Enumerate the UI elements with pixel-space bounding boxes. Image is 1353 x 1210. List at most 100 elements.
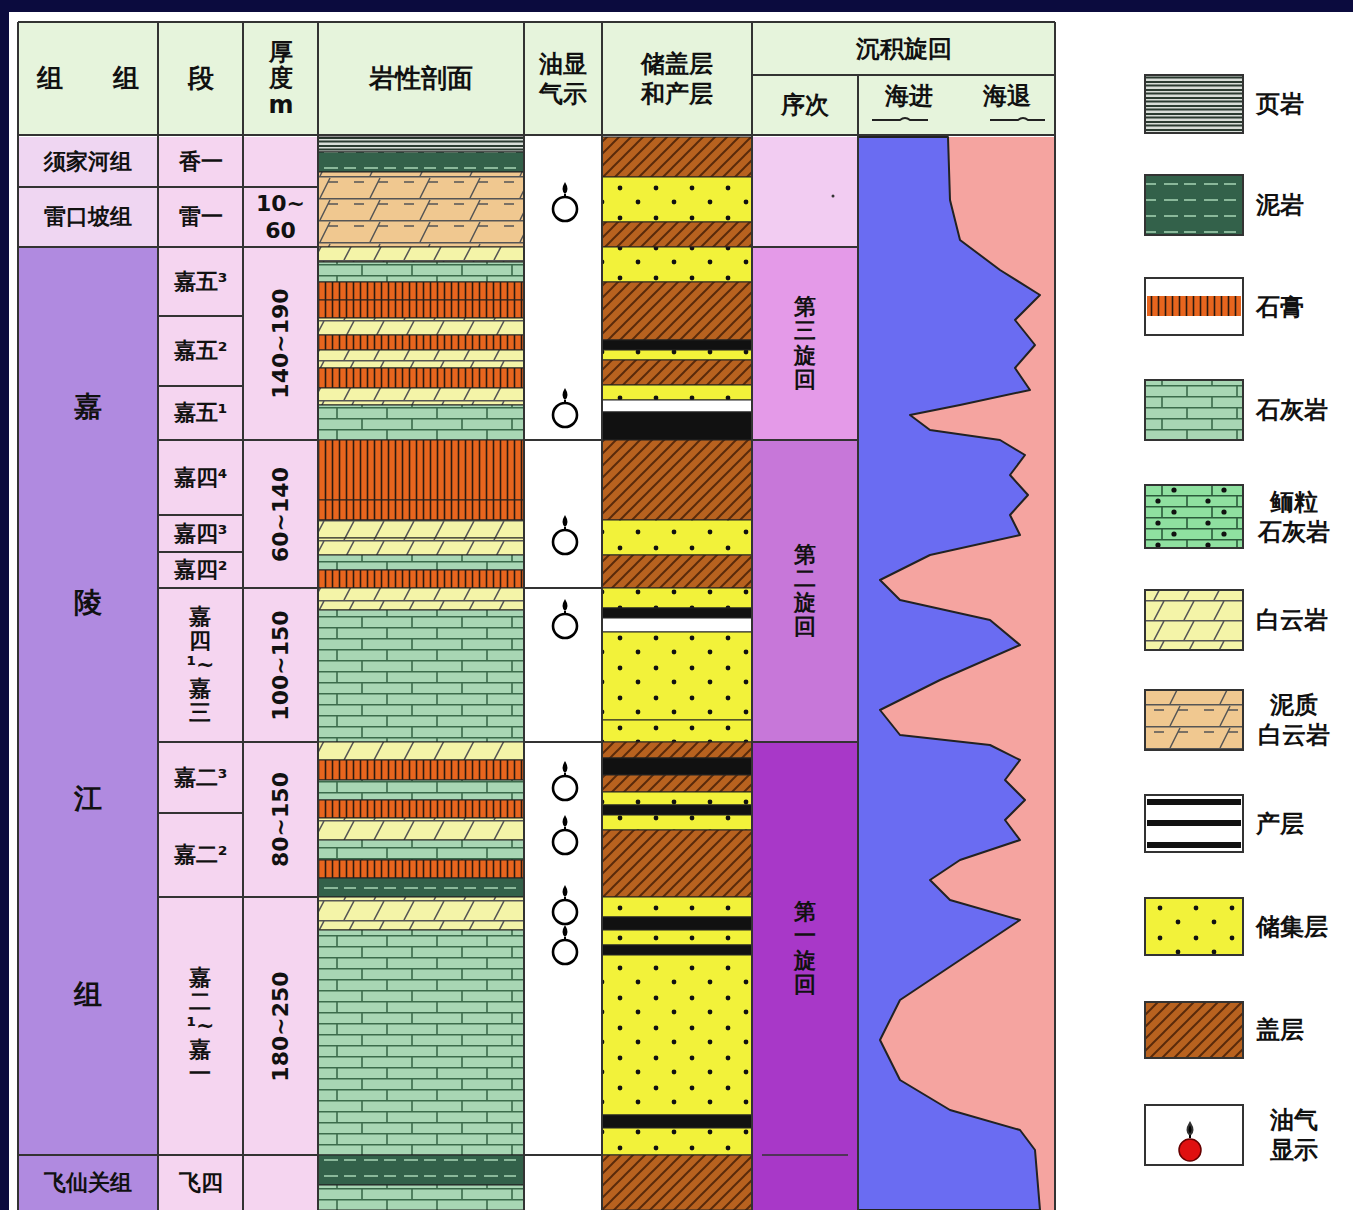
- gypsum-layer: [318, 760, 524, 780]
- cap-layer: [602, 137, 752, 177]
- legend-entry: 盖层: [1256, 992, 1350, 1068]
- cell-text: 海进: [885, 80, 933, 112]
- legend-swatch: [1145, 898, 1243, 955]
- cell-text: 嘉四³: [174, 519, 228, 549]
- legend-swatch: [1145, 795, 1243, 852]
- mudstone-layer: [318, 1155, 524, 1185]
- reservoir-layer: [602, 792, 752, 805]
- header-bg: [18, 22, 1055, 135]
- cell-text: 嘉四¹~嘉三: [185, 605, 216, 726]
- limestone-layer: [318, 930, 524, 1155]
- gypsum-layer: [318, 335, 524, 350]
- cell-text: 第二旋回: [794, 543, 816, 640]
- legend-entry: 白云岩: [1256, 580, 1350, 660]
- legend-swatch: [1145, 485, 1243, 548]
- table-cell: 嘉五¹: [158, 386, 243, 440]
- pay-layer: [602, 618, 752, 632]
- cell-text: 嘉四⁴: [174, 463, 228, 493]
- table-cell: 雷口坡组: [18, 187, 158, 247]
- mudstone-layer: [318, 152, 524, 172]
- table-cell: 嘉五²: [158, 316, 243, 386]
- cap-layer: [602, 360, 752, 385]
- grid-line: [18, 22, 1055, 1210]
- legend-swatch: [1147, 802, 1241, 845]
- cell-bg: [752, 137, 858, 247]
- cell-text: 嘉五³: [174, 267, 228, 297]
- cell-bg: [524, 137, 602, 1210]
- reservoir-layer: [602, 955, 752, 1115]
- cell-text: 飞仙关组: [44, 1168, 132, 1198]
- dolomite-layer: [318, 247, 524, 262]
- regression-area: [858, 137, 1055, 1210]
- marl-dolomite-layer: [318, 172, 524, 247]
- table-cell: 雷一: [158, 187, 243, 247]
- mudstone-layer: [318, 878, 524, 897]
- oil-shows: [553, 182, 577, 964]
- grid-line: [524, 247, 858, 1155]
- legend-entry: 石膏: [1256, 268, 1350, 345]
- legend-swatch: [1145, 380, 1243, 440]
- limestone-layer: [318, 840, 524, 860]
- table-cell: 嘉四¹~嘉三: [158, 588, 243, 742]
- reservoir-layer: [602, 632, 752, 720]
- reservoir-layer: [602, 815, 752, 830]
- table-cell: 嘉四⁴: [158, 440, 243, 515]
- pay-layer: [602, 400, 752, 412]
- legend-swatch: [1145, 1105, 1243, 1165]
- legend-swatch: [1145, 175, 1243, 235]
- cap-layer: [602, 440, 752, 520]
- legend-text: 石灰岩: [1256, 395, 1328, 425]
- dolomite-layer: [318, 538, 524, 555]
- table-cell: 10~ 60: [243, 187, 318, 247]
- limestone-layer: [318, 780, 524, 800]
- legend-swatch: [1179, 1123, 1201, 1161]
- cell-text: 须家河组: [44, 147, 132, 177]
- table-cell: 60~140: [243, 440, 318, 588]
- dot: [832, 195, 835, 198]
- cell-text: 嘉五¹: [174, 398, 228, 428]
- cell-text: 10~ 60: [254, 190, 307, 245]
- shale-layer: [318, 137, 524, 152]
- cell-text: 嘉二³: [174, 763, 228, 793]
- lithology-column: [318, 137, 524, 1210]
- table-cell: 80~150: [243, 742, 318, 897]
- table-cell: 嘉二¹~嘉一: [158, 897, 243, 1155]
- oil-show-symbol: [553, 182, 577, 221]
- legend-swatches: [1145, 75, 1243, 1165]
- transgression-area: [858, 137, 1040, 1210]
- legend-text: 泥质 白云岩: [1256, 690, 1333, 750]
- legend-text: 鲕粒 石灰岩: [1256, 487, 1333, 547]
- cell-bg: [752, 742, 858, 1210]
- gypsum-layer: [318, 282, 524, 300]
- legend-entry: 页岩: [1256, 65, 1350, 143]
- cell-text: 嘉四²: [174, 555, 228, 585]
- cell-text: 沉积旋回: [856, 33, 952, 65]
- cap-layer: [602, 1155, 752, 1210]
- reservoir-layer: [602, 350, 752, 360]
- legend-entry: 储集层: [1256, 888, 1350, 965]
- reservoir-layer: [602, 247, 752, 282]
- table-cell: 100~150: [243, 588, 318, 742]
- dolomite-layer: [318, 520, 524, 538]
- dolomite-layer: [318, 350, 524, 368]
- grid-lines: [18, 22, 1055, 1210]
- table-cell: 海进: [862, 76, 955, 116]
- frame-bar: [0, 0, 9, 1210]
- pay-layer: [602, 945, 752, 955]
- grid-line: [18, 187, 318, 1155]
- reservoir-layer: [602, 930, 752, 945]
- oil-show-symbol: [553, 388, 577, 427]
- legend-text: 储集层: [1256, 912, 1328, 942]
- legend-entry: 泥岩: [1256, 165, 1350, 245]
- reservoir-layer: [602, 385, 752, 400]
- oil-show-symbol: [553, 815, 577, 854]
- table-cell: 140~190: [243, 247, 318, 440]
- cell-text: 储盖层 和产层: [637, 49, 716, 109]
- cell-text: 组 组: [37, 61, 140, 96]
- table-cell: 组 组: [18, 22, 158, 135]
- legend-swatch: [1145, 590, 1243, 650]
- limestone-layer: [318, 405, 524, 440]
- cell-text: 段: [188, 61, 214, 96]
